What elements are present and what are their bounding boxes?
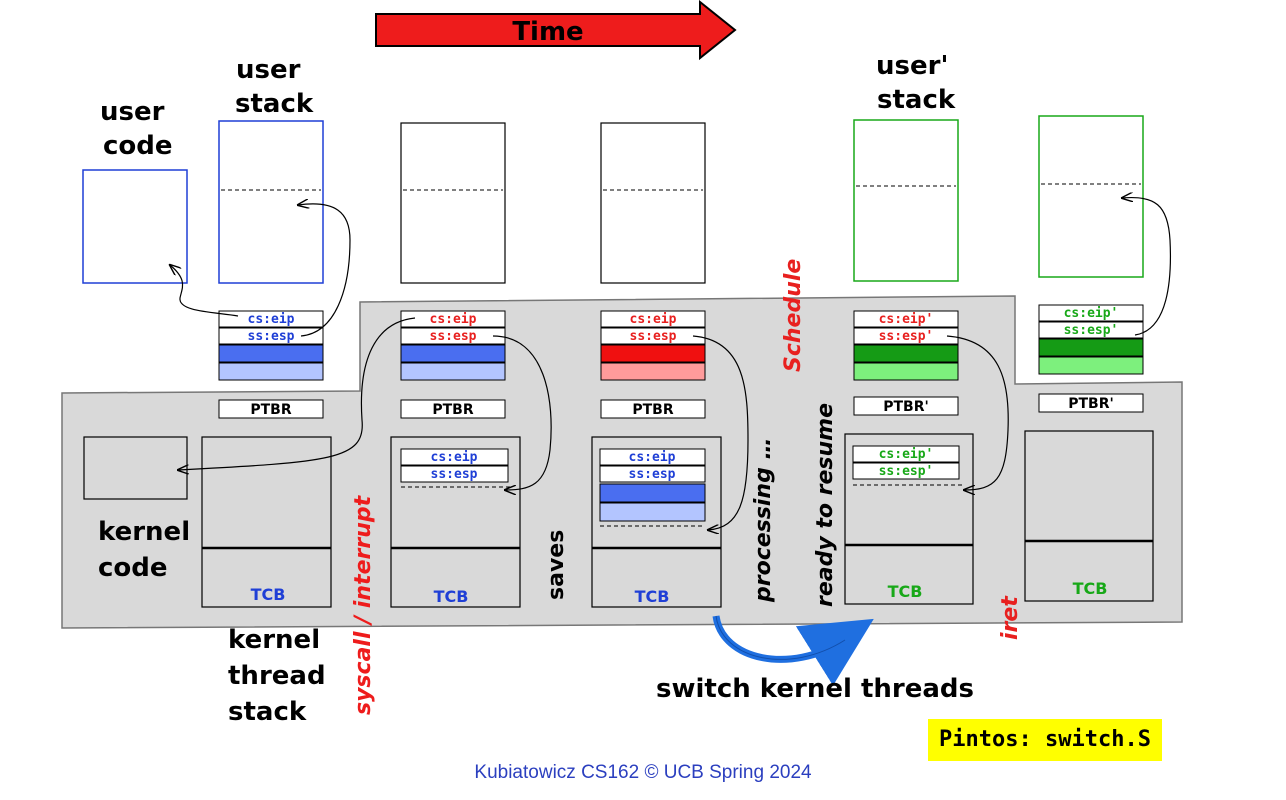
ss-esp-slot: [853, 327, 959, 345]
user-code-label-2: code: [103, 131, 173, 161]
register-block-light: [1038, 356, 1144, 375]
arrow-ss-esp-to-saved-regs: [692, 335, 749, 530]
saved-ss-esp-slot: [400, 465, 509, 483]
user-stack-box: [600, 122, 706, 284]
user-prime-stack-label-1: user': [876, 51, 948, 81]
ss-esp-slot: [600, 327, 706, 345]
iret-label: iret: [998, 595, 1023, 640]
user-prime-stack-label-2: stack: [877, 85, 956, 115]
saves-label: saves: [544, 530, 569, 600]
pintos-highlight: Pintos: switch.S: [928, 719, 1162, 761]
register-block-dark: [218, 344, 324, 363]
cs-eip-slot: [400, 310, 506, 328]
ss-esp-text: ss:esp: [630, 329, 677, 344]
cs-eip-text: cs:eip: [248, 312, 295, 327]
ss-esp-slot: [1038, 321, 1144, 339]
processing-label: processing …: [751, 438, 776, 603]
saved-ss-esp-slot: [599, 465, 706, 483]
saved-register-dark: [599, 483, 706, 503]
ss-esp-text: ss:esp': [1064, 323, 1119, 338]
register-block-dark: [400, 344, 506, 363]
user-stack-box: [400, 122, 506, 284]
ptbr-text: PTBR: [432, 402, 473, 418]
saved-cs-eip-slot: [400, 448, 509, 466]
cs-eip-slot: [600, 310, 706, 328]
ptbr-box: [600, 399, 706, 419]
ptbr-box: [853, 396, 959, 416]
cs-eip-slot: [1038, 304, 1144, 322]
saved-ss-esp-slot: [852, 462, 960, 480]
ptbr-box: [400, 399, 506, 419]
tcb-label: TCB: [635, 587, 670, 606]
time-label: Time: [512, 17, 583, 47]
ss-esp-slot: [218, 327, 324, 345]
arrow-ss-esp-prime-to-user-stack: [1122, 197, 1171, 336]
arrow-ss-esp-to-kernel-stack: [492, 335, 552, 490]
kernel-code-label-2: code: [98, 553, 168, 583]
footer-credit: Kubiatowicz CS162 © UCB Spring 2024: [474, 762, 812, 783]
tcb-label: TCB: [888, 582, 923, 601]
register-block-light: [400, 362, 506, 381]
kernel-code-box: [83, 436, 188, 500]
saved-cs-eip-text: cs:eip: [629, 450, 676, 465]
user-stack-box: [218, 120, 324, 284]
register-block-light: [600, 362, 706, 381]
switch-kernel-threads-arrow-outline: [715, 615, 846, 660]
user-prime-stack-box: [853, 119, 959, 282]
cs-eip-text: cs:eip: [430, 312, 477, 327]
tcb-label: TCB: [434, 587, 469, 606]
schedule-label: Schedule: [781, 259, 806, 372]
ptbr-text: PTBR': [1068, 396, 1114, 412]
tcb-label: TCB: [251, 585, 286, 604]
kernel-code-label-1: kernel: [98, 517, 190, 547]
cs-eip-slot: [853, 310, 959, 328]
switch-kernel-threads-label: switch kernel threads: [656, 674, 974, 704]
arrow-cs-eip-to-user-code: [170, 265, 239, 317]
ss-esp-text: ss:esp: [248, 329, 295, 344]
saved-cs-eip-slot: [852, 445, 960, 463]
ptbr-text: PTBR': [883, 399, 929, 415]
arrow-cs-eip-to-kernel-code: [178, 317, 416, 470]
kernel-thread-stack-box: [201, 436, 332, 608]
saved-ss-esp-text: ss:esp': [879, 464, 934, 479]
user-stack-label-1: user: [236, 55, 301, 85]
ss-esp-slot: [400, 327, 506, 345]
register-block-dark: [853, 344, 959, 363]
cs-eip-text: cs:eip: [630, 312, 677, 327]
saved-register-light: [599, 502, 706, 522]
register-block-dark: [1038, 338, 1144, 357]
arrow-ss-esp-prime-to-kernel-stack: [946, 335, 1009, 490]
saved-cs-eip-text: cs:eip': [879, 447, 934, 462]
saved-cs-eip-slot: [599, 448, 706, 466]
user-prime-stack-box: [1038, 115, 1144, 278]
tcb-label: TCB: [1073, 579, 1108, 598]
syscall-interrupt-label: syscall / interrupt: [351, 494, 376, 715]
kernel-thread-stack-label-2: thread: [228, 661, 326, 691]
ss-esp-text: ss:esp': [879, 329, 934, 344]
kernel-thread-stack-box: [1024, 430, 1154, 602]
ptbr-text: PTBR: [632, 402, 673, 418]
ptbr-box: [218, 399, 324, 419]
cs-eip-text: cs:eip': [1064, 306, 1119, 321]
ready-to-resume-label: ready to resume: [813, 403, 838, 607]
arrow-ss-esp-to-user-stack: [298, 204, 351, 337]
saved-ss-esp-text: ss:esp: [629, 467, 676, 482]
kernel-thread-stack-label-3: stack: [228, 697, 307, 727]
register-block-dark: [600, 344, 706, 363]
time-arrow: [375, 0, 737, 61]
register-block-light: [853, 362, 959, 381]
user-stack-label-2: stack: [235, 89, 314, 119]
user-code-label-1: user: [100, 97, 165, 127]
ptbr-text: PTBR: [250, 402, 291, 418]
cs-eip-slot: [218, 310, 324, 328]
saved-cs-eip-text: cs:eip: [431, 450, 478, 465]
saved-ss-esp-text: ss:esp: [431, 467, 478, 482]
ss-esp-text: ss:esp: [430, 329, 477, 344]
register-block-light: [218, 362, 324, 381]
kernel-thread-stack-label-1: kernel: [228, 625, 320, 655]
ptbr-box: [1038, 393, 1144, 413]
cs-eip-text: cs:eip': [879, 312, 934, 327]
